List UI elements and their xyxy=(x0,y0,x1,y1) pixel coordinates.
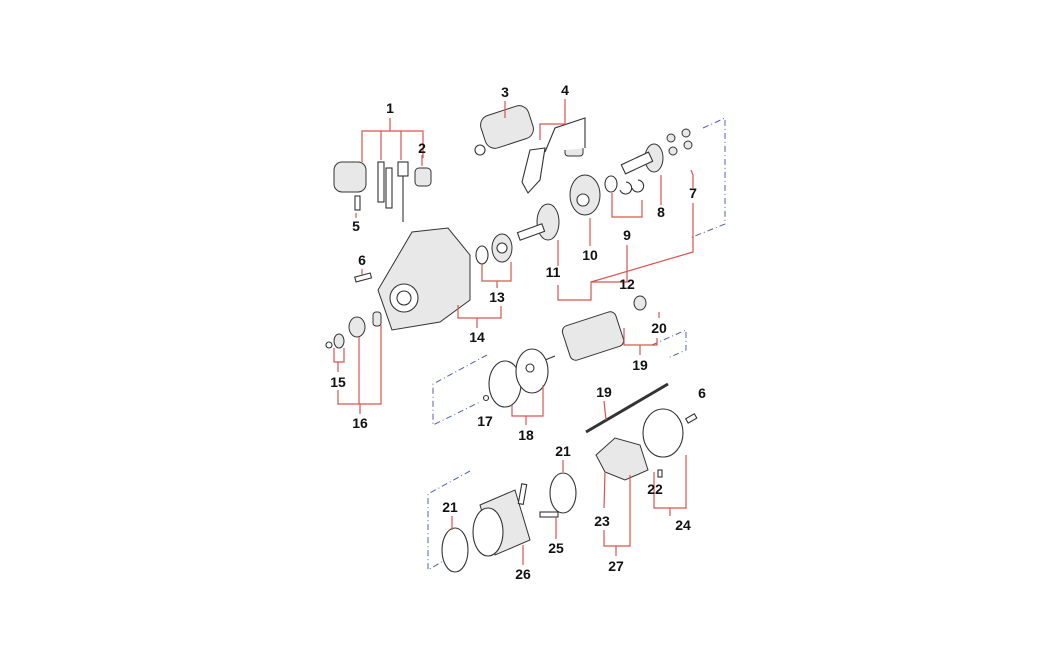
group-brackets xyxy=(427,117,726,571)
callout-20: 20 xyxy=(651,320,667,336)
part-solenoid xyxy=(474,105,534,156)
part-gear-drive xyxy=(475,128,693,265)
callout-16: 16 xyxy=(352,415,368,431)
callout-26: 26 xyxy=(515,566,531,582)
callout-21: 21 xyxy=(555,443,571,459)
callout-labels: 1 2 3 4 5 6 7 8 9 10 11 12 13 14 15 16 1… xyxy=(330,82,706,582)
part-solenoid-switch xyxy=(333,161,432,222)
callout-13: 13 xyxy=(489,289,505,305)
callout-11: 11 xyxy=(546,264,561,280)
callout-18: 18 xyxy=(518,427,534,443)
part-pinion xyxy=(325,311,382,349)
callout-6: 6 xyxy=(358,252,366,268)
callout-8: 8 xyxy=(657,204,665,220)
callout-7: 7 xyxy=(689,185,697,201)
callout-10: 10 xyxy=(582,247,598,263)
callout-17: 17 xyxy=(477,413,493,429)
callout-5: 5 xyxy=(352,218,360,234)
callout-22: 22 xyxy=(647,481,663,497)
callout-9: 9 xyxy=(623,227,631,243)
callout-6-screw: 6 xyxy=(698,385,706,401)
part-brush-holder xyxy=(595,408,698,481)
callout-12: 12 xyxy=(619,276,635,292)
part-through-bolt xyxy=(585,382,669,434)
callout-1: 1 xyxy=(386,100,394,116)
part-armature xyxy=(539,295,647,363)
callout-19: 19 xyxy=(632,357,648,373)
leader-lines xyxy=(333,99,694,565)
callout-2: 2 xyxy=(418,140,426,156)
callout-15: 15 xyxy=(330,374,346,390)
callout-19-bolt: 19 xyxy=(596,384,612,400)
part-yoke xyxy=(441,472,577,573)
part-yoke-plates xyxy=(482,348,549,408)
callout-24: 24 xyxy=(675,517,691,533)
callout-23: 23 xyxy=(594,513,610,529)
part-drive-housing xyxy=(354,227,471,331)
callout-14: 14 xyxy=(469,329,485,345)
callout-21-ring: 21 xyxy=(442,499,458,515)
callout-3: 3 xyxy=(501,84,509,100)
part-lever xyxy=(521,117,586,194)
callout-27: 27 xyxy=(608,558,624,574)
callout-25: 25 xyxy=(548,540,564,556)
callout-4: 4 xyxy=(561,82,569,98)
